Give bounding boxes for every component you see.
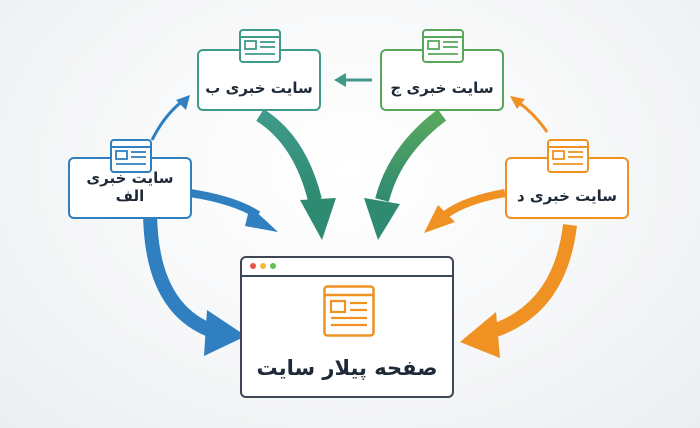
pillar-page-window: صفحه پیلار سایت <box>240 256 454 398</box>
node-label-dal: سایت خبری د <box>516 187 618 205</box>
arrow-dal-to-che <box>510 96 549 133</box>
webpage-icon <box>547 139 589 173</box>
arrow-dal-to-pillar-big <box>460 224 577 358</box>
pillar-page-title: صفحه پیلار سایت <box>256 356 438 380</box>
webpage-icon <box>422 29 464 63</box>
arrow-alef-to-be <box>150 95 190 141</box>
node-site-alef: سایت خبری الف <box>68 139 192 219</box>
pillar-page-icon <box>323 285 375 337</box>
arrow-be-to-pillar <box>256 109 336 240</box>
arrow-alef-to-pillar-big <box>143 209 246 356</box>
arrow-che-to-be <box>334 73 372 87</box>
arrow-che-to-pillar <box>364 109 447 240</box>
arrow-dal-to-pillar-small <box>424 189 506 233</box>
webpage-icon <box>110 139 152 173</box>
node-label-che: سایت خبری ج <box>390 79 494 97</box>
node-label-alef: سایت خبری الف <box>86 169 174 205</box>
window-dot-green <box>270 263 276 269</box>
node-site-be: سایت خبری ب <box>197 29 321 111</box>
node-label-be: سایت خبری ب <box>205 79 313 97</box>
window-title-bar <box>242 258 452 277</box>
node-site-dal: سایت خبری د <box>505 139 629 219</box>
window-dot-red <box>250 263 256 269</box>
node-site-che: سایت خبری ج <box>380 29 504 111</box>
window-dot-yellow <box>260 263 266 269</box>
webpage-icon <box>239 29 281 63</box>
arrow-alef-to-pillar-small <box>189 189 278 232</box>
